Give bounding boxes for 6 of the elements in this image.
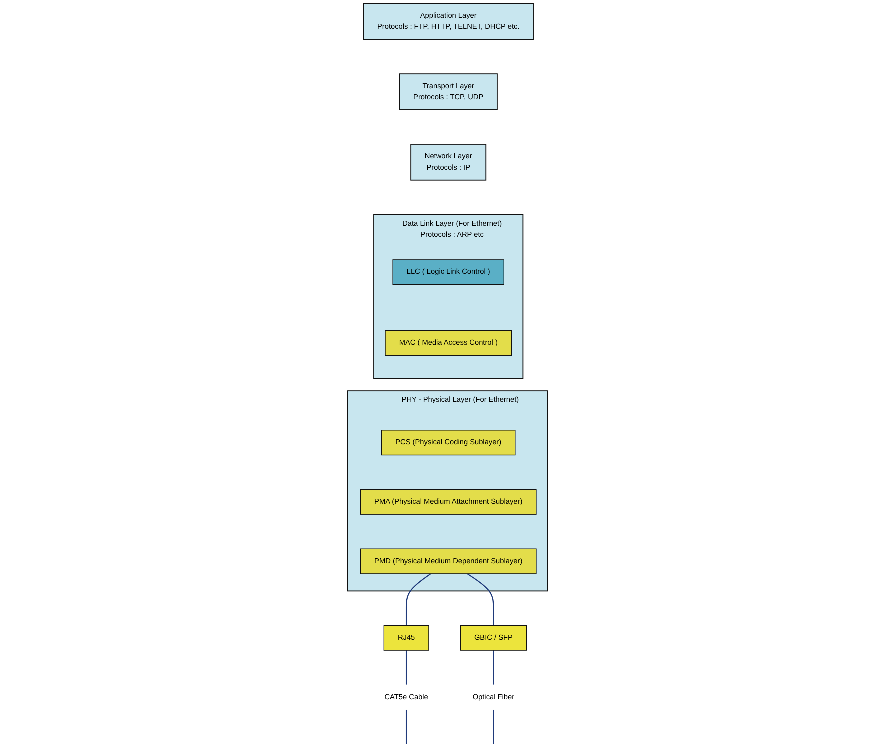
connector bbox=[406, 650, 407, 686]
connector bbox=[406, 710, 407, 744]
connector bbox=[406, 573, 431, 626]
connector bbox=[492, 710, 494, 744]
connector bbox=[492, 650, 494, 686]
connector bbox=[466, 573, 494, 626]
